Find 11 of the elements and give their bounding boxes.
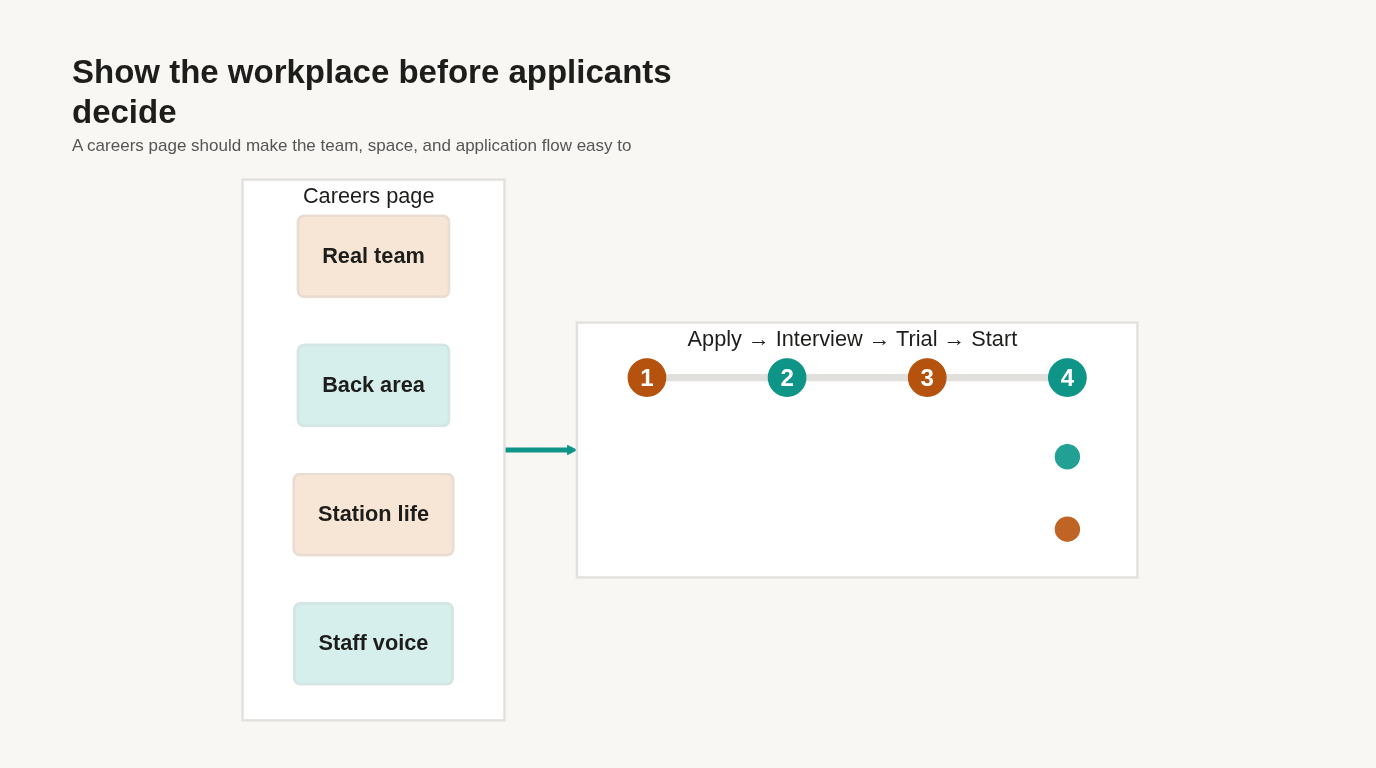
subtitle: A careers page should make the team, space, and application flow easy to bbox=[72, 136, 633, 156]
node-person bbox=[1054, 444, 1081, 470]
node-person bbox=[1054, 516, 1081, 542]
node-circle: 2 bbox=[767, 358, 807, 397]
title: Show the workplace before applicants decide bbox=[72, 52, 673, 132]
connector bbox=[946, 373, 1049, 382]
node-circle: 1 bbox=[627, 358, 667, 397]
node-circle: 3 bbox=[907, 358, 947, 397]
connector bbox=[665, 373, 769, 382]
node-circle: 4 bbox=[1048, 358, 1087, 397]
connector bbox=[805, 373, 909, 382]
